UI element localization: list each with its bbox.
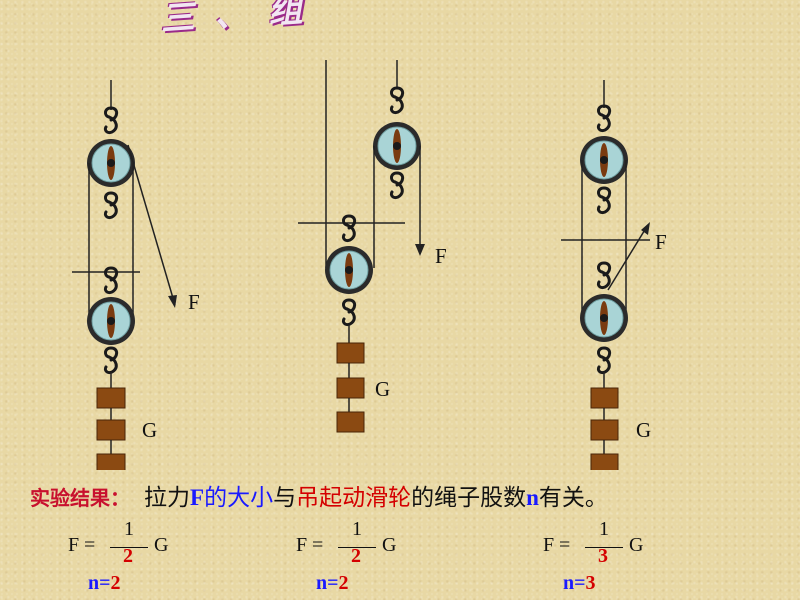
weight-block: [590, 453, 619, 470]
formula-lhs: F: [68, 534, 80, 556]
pull-rope: [607, 227, 647, 291]
result-text: 的绳子股数: [411, 485, 527, 511]
result-title: 实验结果：: [30, 486, 130, 510]
weight-block: [336, 411, 365, 433]
force-label: F: [188, 290, 200, 314]
hook-icon: [341, 298, 357, 327]
setup-1: [72, 80, 177, 470]
hook-icon: [341, 214, 357, 243]
result-text: 的大小: [204, 485, 274, 511]
weight-block: [96, 453, 126, 470]
weight-block: [336, 342, 365, 364]
force-label: F: [655, 230, 667, 254]
hook-icon: [596, 186, 612, 215]
weight-block: [96, 419, 126, 441]
setup-2: [298, 60, 425, 433]
hook-icon: [103, 191, 119, 220]
weight-block: [336, 377, 365, 399]
fraction-bar: [585, 547, 623, 548]
formula-denominator: 2: [351, 545, 361, 567]
fraction-bar: [338, 547, 376, 548]
rope-count: n=2: [316, 572, 349, 595]
result-text: 吊起: [296, 485, 343, 511]
formula-denominator: 3: [598, 545, 608, 567]
formula-2: F = 1 2 G n=2: [296, 518, 416, 598]
formula-equals: =: [84, 534, 96, 556]
formula-denominator: 2: [123, 545, 133, 567]
formula-1: F = 1 2 G n=2: [68, 518, 188, 598]
formula-lhs: F: [296, 534, 308, 556]
weight-block: [96, 387, 126, 409]
rope-count-value: 2: [338, 572, 349, 594]
load-label: G: [375, 377, 391, 401]
result-text: 拉力: [144, 485, 190, 511]
formula-rhs: G: [154, 534, 169, 556]
hook-icon: [596, 104, 612, 133]
force-label: F: [435, 244, 447, 268]
hook-icon: [389, 86, 405, 115]
pull-rope: [127, 144, 176, 306]
hook-icon: [389, 171, 405, 200]
arrow-head-icon: [415, 244, 425, 256]
hook-icon: [103, 106, 119, 135]
weight-block: [590, 419, 619, 441]
formula-lhs: F: [543, 534, 555, 556]
formula-rhs: G: [629, 534, 644, 556]
rope-count-value: 3: [585, 572, 596, 594]
formula-3: F = 1 3 G n=3: [543, 518, 663, 598]
rope-count: n=3: [563, 572, 596, 595]
formula-equals: =: [312, 534, 324, 556]
result-n-symbol: n: [526, 485, 539, 510]
formula-numerator: 1: [352, 518, 362, 540]
hook-icon: [596, 261, 612, 290]
formula-equals: =: [559, 534, 571, 556]
hook-icon: [596, 346, 612, 375]
result-sentence: 实验结果： 拉力F的大小与吊起动滑轮的绳子股数n有关。: [30, 478, 608, 512]
load-label: G: [142, 418, 158, 442]
rope-count-label: n=: [316, 572, 339, 594]
movable-pulley-icon: [324, 245, 374, 295]
movable-pulley-icon: [579, 293, 629, 343]
pulley-diagram: [72, 60, 650, 470]
formula-numerator: 1: [124, 518, 134, 540]
formula-numerator: 1: [599, 518, 609, 540]
result-text: 与: [273, 485, 297, 511]
formula-rhs: G: [382, 534, 397, 556]
hook-icon: [103, 346, 119, 375]
weight-block: [590, 387, 619, 409]
rope-count: n=2: [88, 572, 121, 595]
fixed-pulley-icon: [372, 121, 422, 171]
fixed-pulley-icon: [579, 135, 629, 185]
setup-3: [561, 80, 650, 470]
result-text: 有关。: [538, 485, 608, 511]
result-force-symbol: F: [190, 485, 205, 510]
arrow-head-icon: [641, 222, 650, 235]
rope-count-label: n=: [88, 572, 111, 594]
fraction-bar: [110, 547, 148, 548]
movable-pulley-icon: [86, 296, 136, 346]
rope-count-label: n=: [563, 572, 586, 594]
load-label: G: [636, 418, 652, 442]
rope-count-value: 2: [110, 572, 121, 594]
result-text: 动滑轮: [342, 485, 412, 511]
arrow-head-icon: [168, 295, 177, 308]
